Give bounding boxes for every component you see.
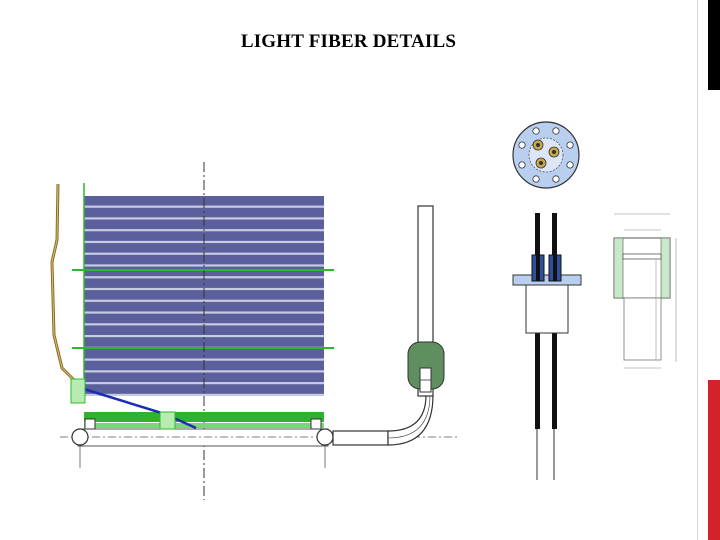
guide-horizontal	[332, 430, 389, 446]
left-bolt	[84, 418, 96, 430]
scintillator-strip	[84, 384, 324, 394]
flange-mounting-holes	[518, 127, 574, 183]
flange-top-view	[512, 121, 580, 189]
flange-section-view	[512, 213, 582, 480]
cap-technical-detail	[613, 213, 677, 369]
slide-divider	[697, 0, 698, 540]
accent-bar-top	[708, 0, 720, 90]
cap-lid	[622, 253, 662, 260]
light-guide-bend	[332, 205, 445, 446]
flange-hole	[552, 127, 560, 135]
flange-fiber-ports	[532, 139, 560, 169]
cap-wall-right	[660, 237, 671, 299]
scintillator-strip	[84, 313, 324, 324]
scintillator-strip	[84, 337, 324, 347]
brown-cable	[50, 183, 76, 382]
base-rail	[77, 428, 329, 447]
flange-hole	[566, 161, 574, 169]
base-plate-green	[84, 412, 324, 422]
page-title: LIGHT FIBER DETAILS	[240, 31, 457, 52]
flange-hole	[518, 161, 526, 169]
right-wheel	[316, 428, 334, 446]
brown-cable-core	[51, 183, 75, 381]
scintillator-strip	[84, 372, 324, 383]
ferrule-left-core	[536, 255, 540, 281]
accent-bar-bottom	[708, 380, 720, 540]
flange-plate	[512, 274, 582, 286]
guide-elbow-inner	[387, 394, 431, 439]
fiber-port-core	[539, 161, 543, 165]
flange-hole	[532, 127, 540, 135]
fiber-port-core	[552, 150, 556, 154]
base-plate-green-lower	[84, 423, 324, 428]
ferrule-right-core	[553, 255, 557, 281]
left-wheel	[71, 428, 89, 446]
flange-hole	[518, 141, 526, 149]
cap-wall-left	[613, 237, 624, 299]
flange-hole	[566, 141, 574, 149]
scintillator-strip	[84, 348, 324, 359]
right-bolt	[310, 418, 322, 430]
flange-hole	[532, 175, 540, 183]
cap-stem	[623, 297, 662, 361]
fiber-port-core	[536, 143, 540, 147]
center-connector	[159, 411, 176, 430]
flange-hole	[552, 175, 560, 183]
left-connector	[70, 378, 86, 404]
flange-housing	[525, 284, 569, 334]
